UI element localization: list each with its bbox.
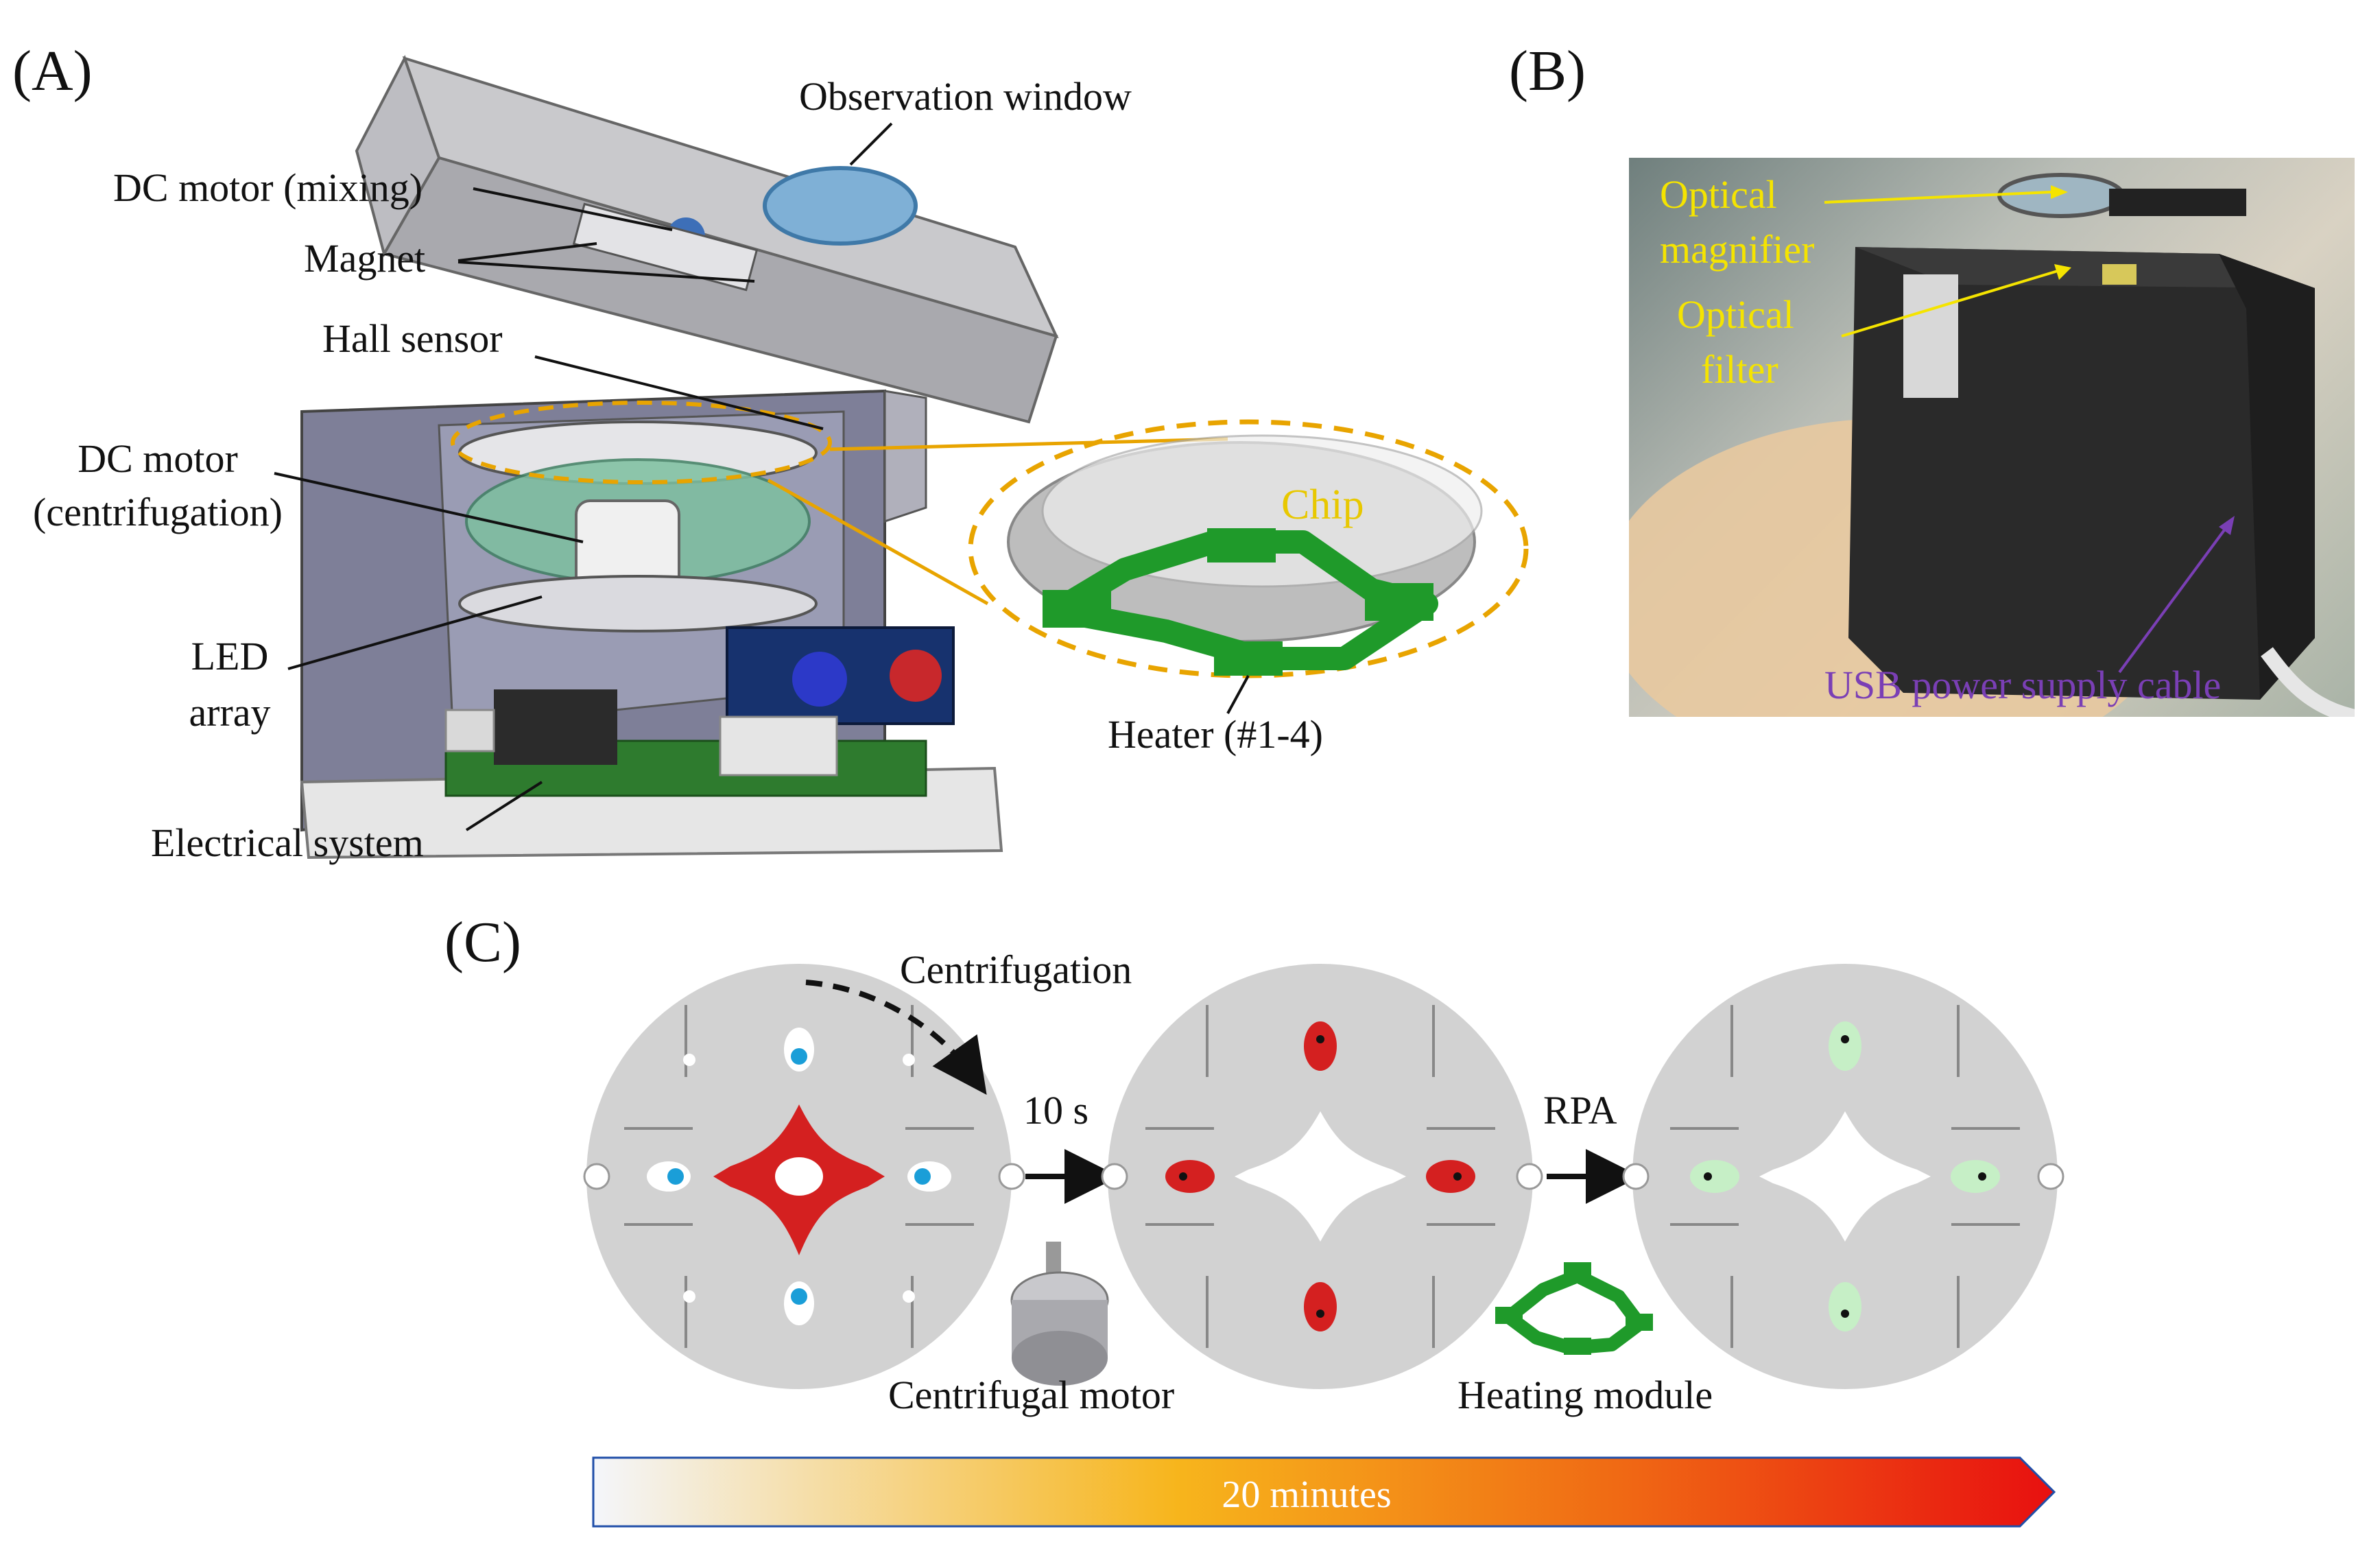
panel-label-a: (A)	[12, 39, 93, 103]
observation-window-lens	[763, 166, 918, 246]
blue-led	[792, 652, 847, 707]
label-time-10s: 10 s	[1023, 1088, 1089, 1133]
label-centrifugation: Centrifugation	[900, 947, 1132, 992]
time-bar	[592, 1456, 2056, 1528]
zoom-line-bottom	[767, 478, 989, 606]
label-led-array-line1: LED	[191, 634, 269, 678]
label-optical-filter-line2: filter	[1701, 347, 1778, 392]
label-optical-magnifier-line1: Optical	[1660, 172, 1777, 217]
label-chip: Chip	[1281, 482, 1364, 528]
label-rpa: RPA	[1543, 1088, 1617, 1133]
chip-highlight-small	[451, 401, 832, 484]
heating-module-icon	[1495, 1262, 1653, 1355]
chip-stage-3	[1622, 964, 2064, 1389]
panel-label-b: (B)	[1509, 39, 1586, 103]
label-electrical-system: Electrical system	[151, 820, 424, 865]
chip-stage-2	[1101, 964, 1543, 1389]
label-heater: Heater (#1-4)	[1108, 712, 1323, 757]
device-lid	[355, 54, 1059, 424]
label-centrifugal-motor: Centrifugal motor	[888, 1373, 1175, 1417]
label-led-array-line2: array	[189, 690, 271, 735]
pcb-connector	[444, 709, 495, 753]
label-optical-filter-line1: Optical	[1677, 292, 1794, 337]
pcb-component	[494, 689, 617, 765]
magnet-part	[572, 202, 759, 292]
pcb-connector-2	[719, 715, 838, 777]
label-heating-module: Heating module	[1457, 1373, 1713, 1417]
centrifugation-arrow	[805, 980, 987, 1096]
label-duration: 20 minutes	[1222, 1473, 1392, 1516]
device-photo-illustration	[1629, 173, 2355, 717]
label-magnet: Magnet	[304, 236, 426, 281]
label-dc-motor-centrifugation-line2: (centrifugation)	[33, 490, 283, 534]
label-observation-window: Observation window	[799, 74, 1132, 119]
label-dc-motor-centrifugation-line1: DC motor	[78, 436, 238, 481]
panel-a-leader-lines	[274, 122, 1250, 831]
label-dc-motor-mixing: DC motor (mixing)	[113, 165, 423, 210]
panel-label-c: (C)	[444, 910, 521, 974]
device-photo	[1629, 158, 2355, 717]
label-usb-cable: USB power supply cable	[1824, 663, 2222, 707]
centrifugal-motor-icon	[1010, 1242, 1109, 1386]
red-led	[890, 650, 942, 702]
zoomed-heater-module	[1043, 528, 1438, 676]
time-bar-label-container: 20 minutes	[593, 1473, 2020, 1516]
chip-stage-1	[583, 964, 1025, 1389]
label-hall-sensor: Hall sensor	[322, 316, 503, 361]
zoom-line-top	[829, 437, 1228, 451]
label-optical-magnifier-line2: magnifier	[1660, 227, 1815, 272]
led-ring	[458, 575, 818, 632]
